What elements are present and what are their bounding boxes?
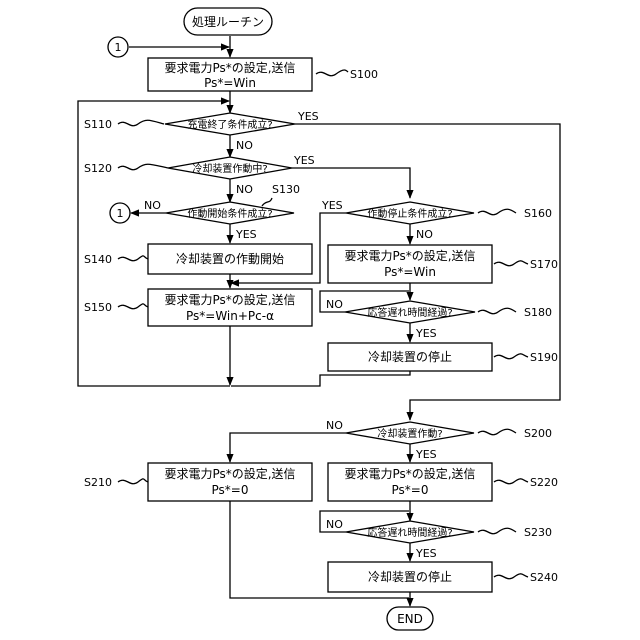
box-s220-line2: Ps*=0 bbox=[392, 483, 429, 497]
yes-label-s110: YES bbox=[297, 110, 319, 123]
end-label: END bbox=[397, 612, 423, 626]
box-s170-line1: 要求電力Ps*の設定,送信 bbox=[344, 248, 475, 263]
no-label-s160: NO bbox=[416, 228, 433, 241]
no-label-s200: NO bbox=[326, 419, 343, 432]
step-s100: S100 bbox=[350, 68, 378, 81]
no-label-s120: NO bbox=[236, 183, 253, 196]
no-label-s110: NO bbox=[236, 139, 253, 152]
step-s170: S170 bbox=[530, 258, 558, 271]
step-s160: S160 bbox=[524, 207, 552, 220]
decision-s160-label: 作動停止条件成立? bbox=[367, 207, 452, 220]
yes-label-s160: YES bbox=[321, 199, 343, 212]
step-s220: S220 bbox=[530, 476, 558, 489]
step-s120: S120 bbox=[84, 162, 112, 175]
step-s180: S180 bbox=[524, 306, 552, 319]
yes-label-s180: YES bbox=[415, 327, 437, 340]
no-label-s130: NO bbox=[144, 199, 161, 212]
box-s240-text: 冷却装置の停止 bbox=[368, 569, 452, 584]
step-s110: S110 bbox=[84, 118, 112, 131]
box-s170-line2: Ps*=Win bbox=[384, 265, 436, 279]
box-s150-line1: 要求電力Ps*の設定,送信 bbox=[164, 292, 295, 307]
no-label-s180: NO bbox=[326, 298, 343, 311]
decision-s230-label: 応答遅れ時間経過? bbox=[367, 526, 452, 539]
box-s100-line2: Ps*=Win bbox=[204, 76, 256, 90]
connector-left-label: 1 bbox=[117, 207, 124, 220]
no-label-s230: NO bbox=[326, 518, 343, 531]
decision-s110-label: 充電終了条件成立? bbox=[187, 118, 272, 131]
start-label: 処理ルーチン bbox=[192, 15, 264, 29]
decision-s130-label: 作動開始条件成立? bbox=[187, 207, 272, 220]
step-s230: S230 bbox=[524, 526, 552, 539]
yes-label-s200: YES bbox=[415, 448, 437, 461]
box-s140-text: 冷却装置の作動開始 bbox=[176, 252, 284, 266]
decision-s120-label: 冷却装置作動中? bbox=[192, 162, 267, 175]
decision-s180-label: 応答遅れ時間経過? bbox=[367, 306, 452, 319]
box-s210-line1: 要求電力Ps*の設定,送信 bbox=[164, 466, 295, 481]
box-s150-line2: Ps*=Win+Pc-α bbox=[186, 309, 274, 323]
yes-label-s130: YES bbox=[235, 228, 257, 241]
step-s240: S240 bbox=[530, 571, 558, 584]
step-s190: S190 bbox=[530, 351, 558, 364]
step-s130: S130 bbox=[272, 183, 300, 196]
connector-top-label: 1 bbox=[115, 41, 122, 54]
decision-s200-label: 冷却装置作動? bbox=[377, 427, 442, 440]
box-s190-text: 冷却装置の停止 bbox=[368, 349, 452, 364]
box-s100-line1: 要求電力Ps*の設定,送信 bbox=[164, 60, 295, 75]
box-s210-line2: Ps*=0 bbox=[212, 483, 249, 497]
step-s140: S140 bbox=[84, 253, 112, 266]
yes-label-s230: YES bbox=[415, 547, 437, 560]
box-s220-line1: 要求電力Ps*の設定,送信 bbox=[344, 466, 475, 481]
step-s150: S150 bbox=[84, 301, 112, 314]
step-s210: S210 bbox=[84, 476, 112, 489]
yes-label-s120: YES bbox=[293, 154, 315, 167]
step-s200: S200 bbox=[524, 427, 552, 440]
